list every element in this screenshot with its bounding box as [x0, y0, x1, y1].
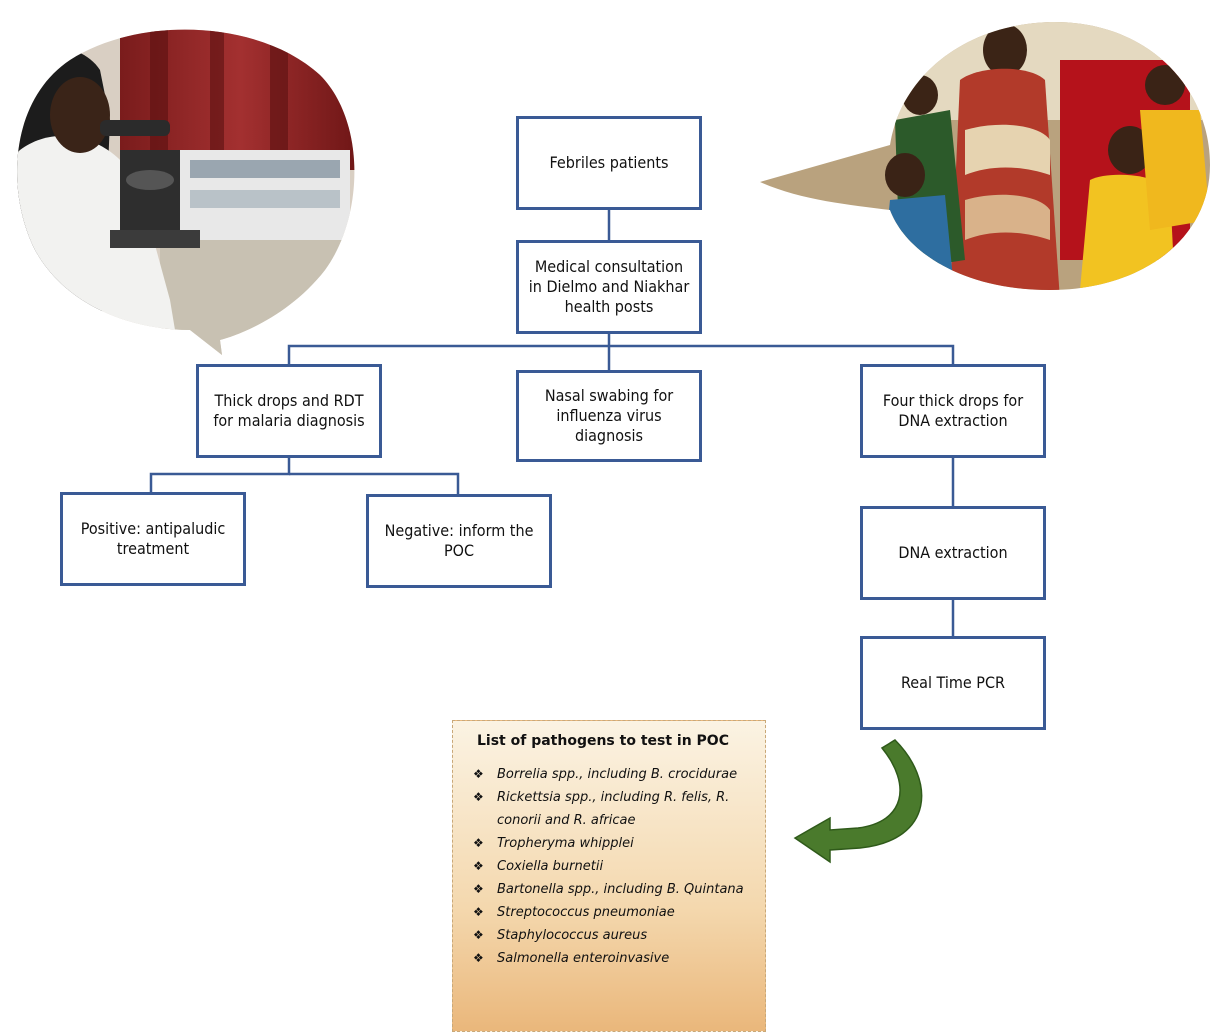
negative-inform-box: Negative: inform the POC [366, 494, 552, 588]
thick-drops-rdt-label: Thick drops and RDT for malaria diagnosi… [213, 391, 365, 430]
pathogen-item-text: Salmonella enteroinvasive [497, 951, 670, 966]
medical-consultation-label: Medical consultation in Dielmo and Niakh… [528, 257, 690, 316]
nasal-swabbing-label: Nasal swabing for influenza virus diagno… [544, 386, 674, 445]
diamond-bullet-icon: ❖ [473, 836, 484, 850]
pathogen-item-text: Bartonella spp., including B. Quintana [497, 882, 744, 897]
pathogen-item-text: Borrelia spp., including B. crocidurae [497, 767, 738, 782]
pathogen-item: ❖ Salmonella enteroinvasive [473, 947, 751, 970]
negative-inform-label: Negative: inform the POC [384, 521, 534, 560]
pathogen-item-text: Streptococcus pneumoniae [497, 905, 675, 920]
pathogen-item: ❖ Rickettsia spp., including R. felis, R.… [473, 786, 751, 832]
pathogen-item: ❖ Coxiella burnetii [473, 855, 751, 878]
pathogen-item-text: Staphylococcus aureus [497, 928, 648, 943]
connector-thick-positive [149, 458, 291, 494]
diamond-bullet-icon: ❖ [473, 859, 484, 873]
pathogen-list: ❖Borrelia spp., including B. crocidurae❖… [473, 763, 751, 970]
pathogen-item: ❖ Streptococcus pneumoniae [473, 901, 751, 924]
four-thick-drops-box: Four thick drops for DNA extraction [860, 364, 1046, 458]
febriles-patients-box: Febriles patients [516, 116, 702, 210]
diamond-bullet-icon: ❖ [473, 767, 484, 781]
pathogen-item: ❖ Staphylococcus aureus [473, 924, 751, 947]
pathogen-item-text: Tropheryma whipplei [497, 836, 634, 851]
pathogen-list-panel: List of pathogens to test in POC ❖ Borrel… [452, 720, 766, 1032]
green-arrow-shape [793, 739, 923, 864]
four-thick-drops-label: Four thick drops for DNA extraction [882, 391, 1024, 430]
dna-extraction-box: DNA extraction [860, 506, 1046, 600]
pathogen-list-title: List of pathogens to test in POC [477, 733, 729, 749]
febriles-patients-label: Febriles patients [549, 153, 669, 172]
diamond-bullet-icon: ❖ [473, 790, 484, 804]
nasal-swabbing-box: Nasal swabing for influenza virus diagno… [516, 370, 702, 462]
diamond-bullet-icon: ❖ [473, 882, 484, 896]
positive-treatment-box: Positive: antipaludic treatment [60, 492, 246, 586]
pathogen-item: ❖ Bartonella spp., including B. Quintana [473, 878, 751, 901]
real-time-pcr-label: Real Time PCR [900, 673, 1005, 692]
pathogen-item-text: Rickettsia spp., including R. felis, R. … [497, 790, 730, 828]
connector-thick-negative [289, 472, 460, 496]
real-time-pcr-box: Real Time PCR [860, 636, 1046, 730]
connector-consultation-branch [287, 344, 955, 366]
diamond-bullet-icon: ❖ [473, 928, 484, 942]
diamond-bullet-icon: ❖ [473, 905, 484, 919]
pathogen-item-text: Coxiella burnetii [497, 859, 604, 874]
pathogen-item: ❖ Tropheryma whipplei [473, 832, 751, 855]
diamond-bullet-icon: ❖ [473, 951, 484, 965]
thick-drops-rdt-box: Thick drops and RDT for malaria diagnosi… [196, 364, 382, 458]
pathogen-item: ❖ Borrelia spp., including B. crocidurae [473, 763, 751, 786]
positive-treatment-label: Positive: antipaludic treatment [80, 519, 226, 558]
medical-consultation-box: Medical consultation in Dielmo and Niakh… [516, 240, 702, 334]
dna-extraction-label: DNA extraction [898, 543, 1008, 562]
